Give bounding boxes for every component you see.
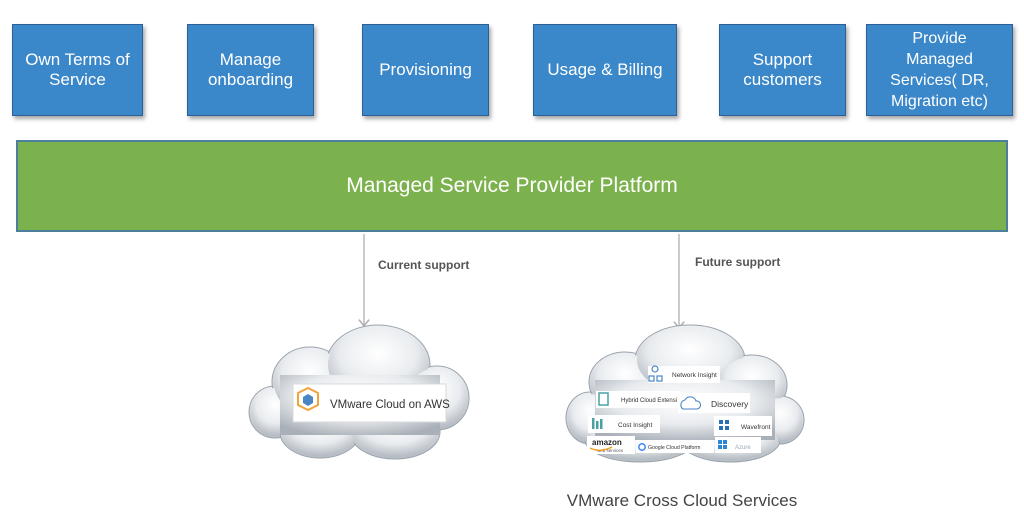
cost-insight-label: Cost Insight (618, 422, 653, 429)
azure-label: Azure (735, 445, 751, 451)
service-support-customers: Support customers (719, 24, 846, 116)
service-own-terms: Own Terms of Service (12, 24, 143, 116)
network-insight-item: Network Insight (648, 365, 720, 383)
amazon-sublabel: web services (597, 448, 624, 453)
cost-insight-icon (592, 418, 603, 429)
wavefront-label: Wavefront (741, 424, 771, 431)
hybrid-cloud-label: Hybrid Cloud Extensi (621, 398, 677, 404)
cross-cloud-caption: VMware Cross Cloud Services (566, 491, 798, 510)
google-cloud-logo: Google Cloud Platform (636, 440, 714, 453)
amazon-smile-icon (589, 446, 613, 451)
vmc-aws-icon (297, 386, 319, 412)
azure-logo: Azure (715, 437, 761, 453)
hybrid-cloud-item: Hybrid Cloud Extensi (596, 391, 680, 408)
service-provisioning: Provisioning (362, 24, 489, 116)
azure-icon (718, 440, 727, 449)
discovery-item: Discovery (678, 393, 750, 413)
cross-cloud-services-cloud: Network Insight Hybrid Cloud Extensi Dis… (565, 324, 805, 463)
future-support-label: Future support (695, 255, 781, 269)
network-insight-label: Network Insight (672, 372, 717, 379)
amazon-label: amazon (592, 438, 622, 447)
service-managed-services: Provide Managed Services( DR, Migration … (866, 24, 1013, 116)
service-manage-onboarding: Manage onboarding (187, 24, 314, 116)
current-support-label: Current support (378, 258, 470, 272)
vmc-aws-cloud: VMware Cloud on AWS (248, 324, 470, 460)
cost-insight-item: Cost Insight (588, 415, 660, 433)
amazon-logo: amazon web services (587, 436, 635, 454)
network-insight-icon (648, 365, 663, 382)
vmc-aws-label: VMware Cloud on AWS (330, 399, 450, 411)
wavefront-item: Wavefront (714, 416, 772, 436)
google-cloud-icon (638, 443, 646, 451)
google-cloud-label: Google Cloud Platform (648, 445, 700, 451)
platform-bar: Managed Service Provider Platform (16, 140, 1008, 232)
hybrid-cloud-icon (598, 392, 609, 406)
discovery-icon (680, 396, 702, 410)
wavefront-icon (719, 420, 729, 430)
discovery-label: Discovery (711, 399, 749, 409)
platform-label: Managed Service Provider Platform (346, 174, 678, 197)
service-usage-billing: Usage & Billing (533, 24, 677, 116)
